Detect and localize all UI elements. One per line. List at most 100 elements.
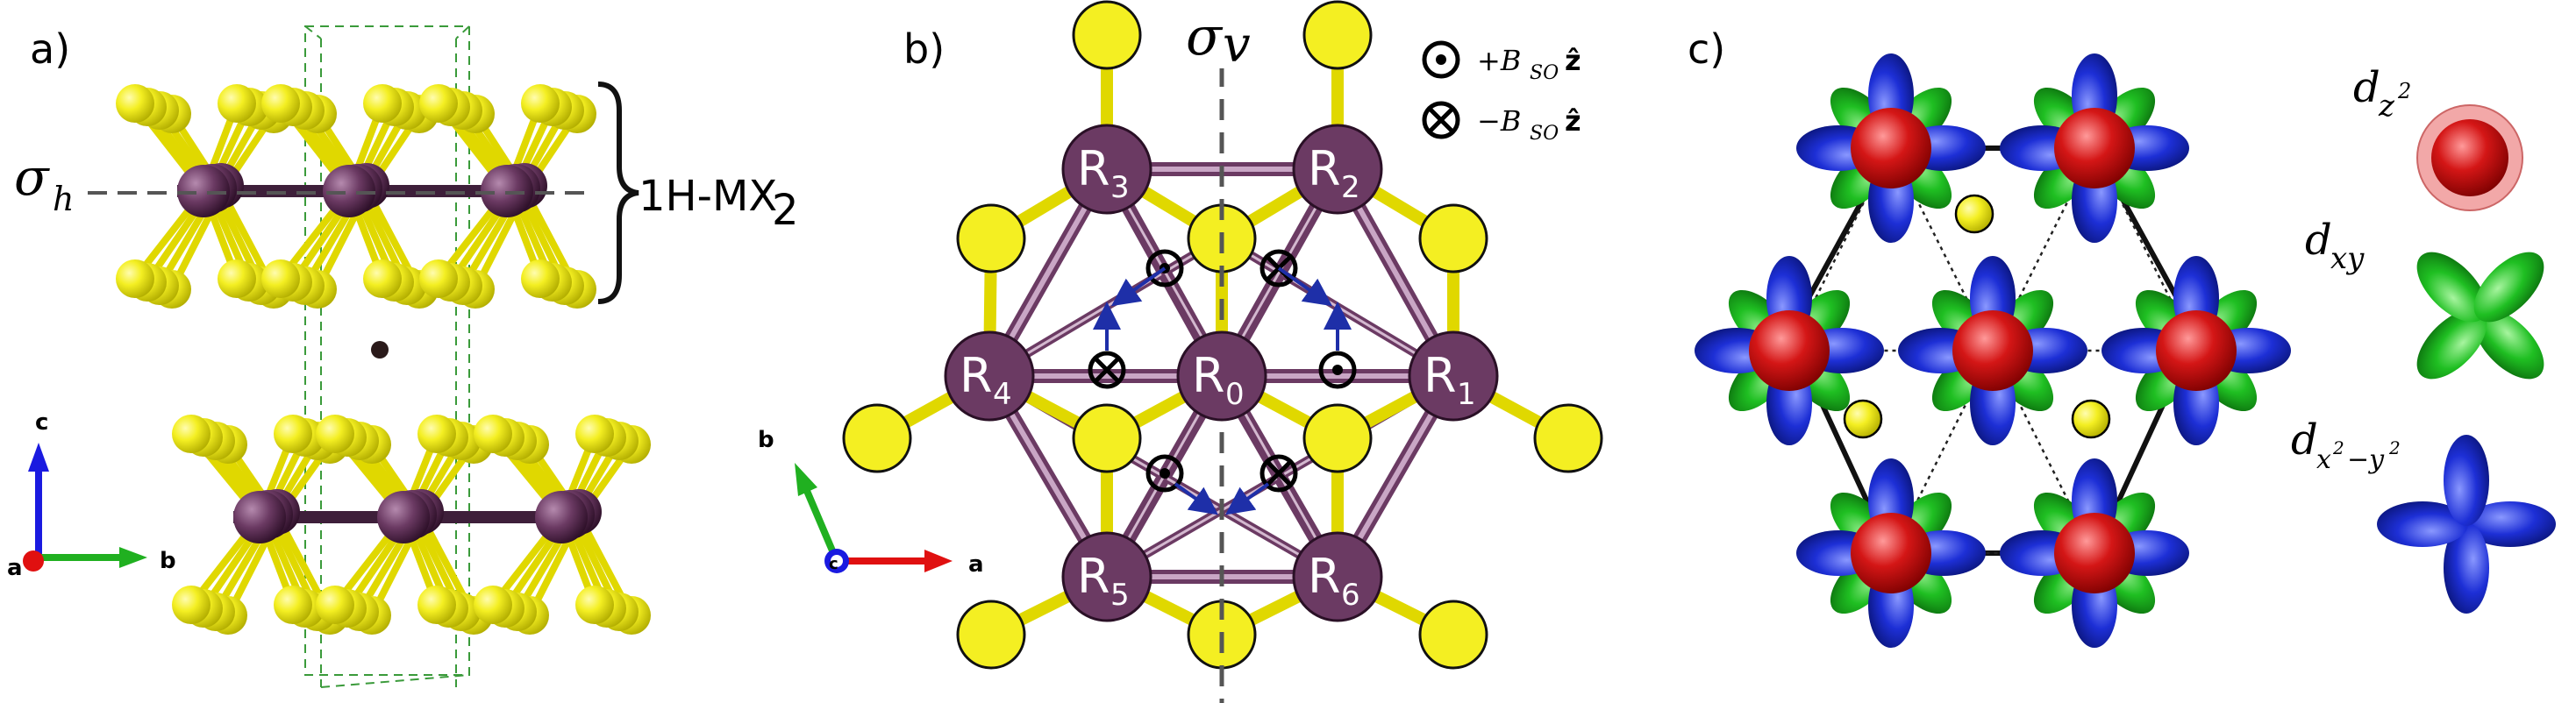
chalcogen-atom [116, 84, 154, 123]
chalcogen-atom [116, 259, 154, 298]
sigma-v-label-bg [1184, 9, 1268, 68]
legend-plus-sub: SO [1530, 62, 1559, 84]
spin-arrow [1277, 266, 1333, 307]
metal-atom [177, 165, 230, 217]
dxy-legend-lobe [2416, 252, 2487, 323]
upper-layer-metals [177, 163, 547, 217]
minus-field-ring [1259, 249, 1298, 288]
dxy-legend-lobe [2473, 252, 2544, 323]
orbital-xy-base: d [2305, 216, 2332, 265]
legend-minus-vec: ẑ [1565, 104, 1581, 138]
chalcogen-atom [521, 84, 560, 123]
metal-atom [323, 165, 375, 217]
lower-layer-chalcogens [172, 415, 651, 635]
orbital-site [1695, 256, 1884, 445]
dx2y2-legend-lobe [2377, 501, 2468, 547]
dx2y2-legend-lobe [2444, 522, 2489, 614]
chalcogen-hollows [1843, 194, 2111, 439]
chalcogen-atom [575, 586, 614, 624]
dxy-legend-lobe [2473, 309, 2544, 380]
axis-a-label: a [7, 555, 23, 581]
panel-c-label: c) [1688, 25, 1725, 73]
dz2-core [1851, 108, 1931, 188]
chalcogen-site [1302, 403, 1373, 473]
orbital-z2-base: d [2353, 63, 2380, 112]
inversion-center-dot [371, 341, 389, 359]
orbital-xy-sub: xy [2330, 241, 2365, 276]
dxy-orbital-icon [2416, 252, 2544, 380]
sigma-v-symbol: σ [1186, 6, 1224, 67]
chalcogen-atom [417, 586, 456, 624]
metal-site-circle [1408, 330, 1499, 422]
chalcogen-atom [417, 415, 456, 453]
metal-site-circle [1292, 124, 1383, 215]
legend-plus-vec: ẑ [1565, 44, 1581, 77]
metal-site-label: R [1192, 348, 1225, 403]
soc-legend: +B SO ẑ −B SO ẑ [1422, 40, 1581, 145]
panel-c: c) d z 2 d xy d [1688, 25, 2556, 648]
metal-site-label: R [1424, 348, 1457, 403]
dx2y2-legend-lobe [2465, 501, 2556, 547]
orbital-site [2000, 53, 2189, 243]
chalcogen-site [1072, 0, 1142, 70]
chalcogen-atom [274, 415, 312, 453]
layer-label: 1H-MX [639, 172, 777, 221]
dx2y2-legend-lobe [2444, 435, 2489, 526]
chalcogen-atom [172, 415, 211, 453]
axis-triad-a: c b a [7, 409, 176, 581]
sigma-h-subscript: h [53, 180, 74, 218]
layer-brace [597, 82, 639, 304]
minus-field-icon [1259, 454, 1298, 493]
legend-plus-text: +B [1477, 44, 1521, 77]
plus-field-dot [1160, 468, 1170, 479]
dz2-core [2054, 513, 2135, 593]
axis-c-label-b: c [829, 555, 838, 573]
metal-site-subscript: 1 [1457, 377, 1476, 412]
dz2-core [1749, 310, 1830, 391]
chalcogen-atom [474, 586, 512, 624]
orbital-z2-sub: z [2378, 89, 2395, 124]
soc-field-symbols [1088, 249, 1357, 515]
dx2y2-orbital-icon [2377, 435, 2556, 614]
axis-c-label: c [35, 409, 48, 436]
chalcogen-atom [261, 84, 300, 123]
sigma-v-subscript: v [1223, 17, 1251, 74]
plus-field-icon [1318, 351, 1357, 389]
metal-site-circle [944, 330, 1035, 422]
metal-site-subscript: 5 [1110, 578, 1130, 613]
metal-site-circle [1292, 531, 1383, 622]
orbital-legend: d z 2 d xy d x −y 2 2 [2291, 63, 2556, 614]
chalcogen-site [1533, 403, 1603, 473]
orbital-site [2101, 256, 2291, 445]
axis-b-label-b: b [758, 427, 774, 453]
metal-site-label: R [1077, 549, 1110, 604]
chalcogen-atom [218, 259, 256, 298]
minus-field-icon [1088, 351, 1126, 389]
orbital-x2y2-sub: x [2316, 444, 2331, 475]
chalcogen-atom [521, 259, 560, 298]
orbital-site [2000, 458, 2189, 648]
dz2-core [1952, 310, 2033, 391]
spin-arrow [1225, 482, 1270, 515]
plus-field-ring [1145, 249, 1184, 288]
sigma-h-symbol: σ [14, 147, 50, 207]
chalcogen-atom [261, 259, 300, 298]
minus-field-icon [1422, 101, 1460, 139]
chalcogen-site [1418, 600, 1488, 670]
chalcogen-atom [419, 259, 458, 298]
chalcogen-sites [842, 0, 1603, 670]
dxy-legend-lobe [2416, 309, 2487, 380]
chalcogen-site [1302, 0, 1373, 70]
metal-site-subscript: 0 [1225, 377, 1245, 412]
metal-site-label: R [960, 348, 993, 403]
chalcogen-site [956, 600, 1026, 670]
plus-field-ring [1318, 351, 1357, 389]
metal-site-circle [1061, 531, 1152, 622]
axis-b-label: b [160, 548, 176, 574]
orbital-x2y2-sub-tail: −y [2347, 444, 2385, 475]
